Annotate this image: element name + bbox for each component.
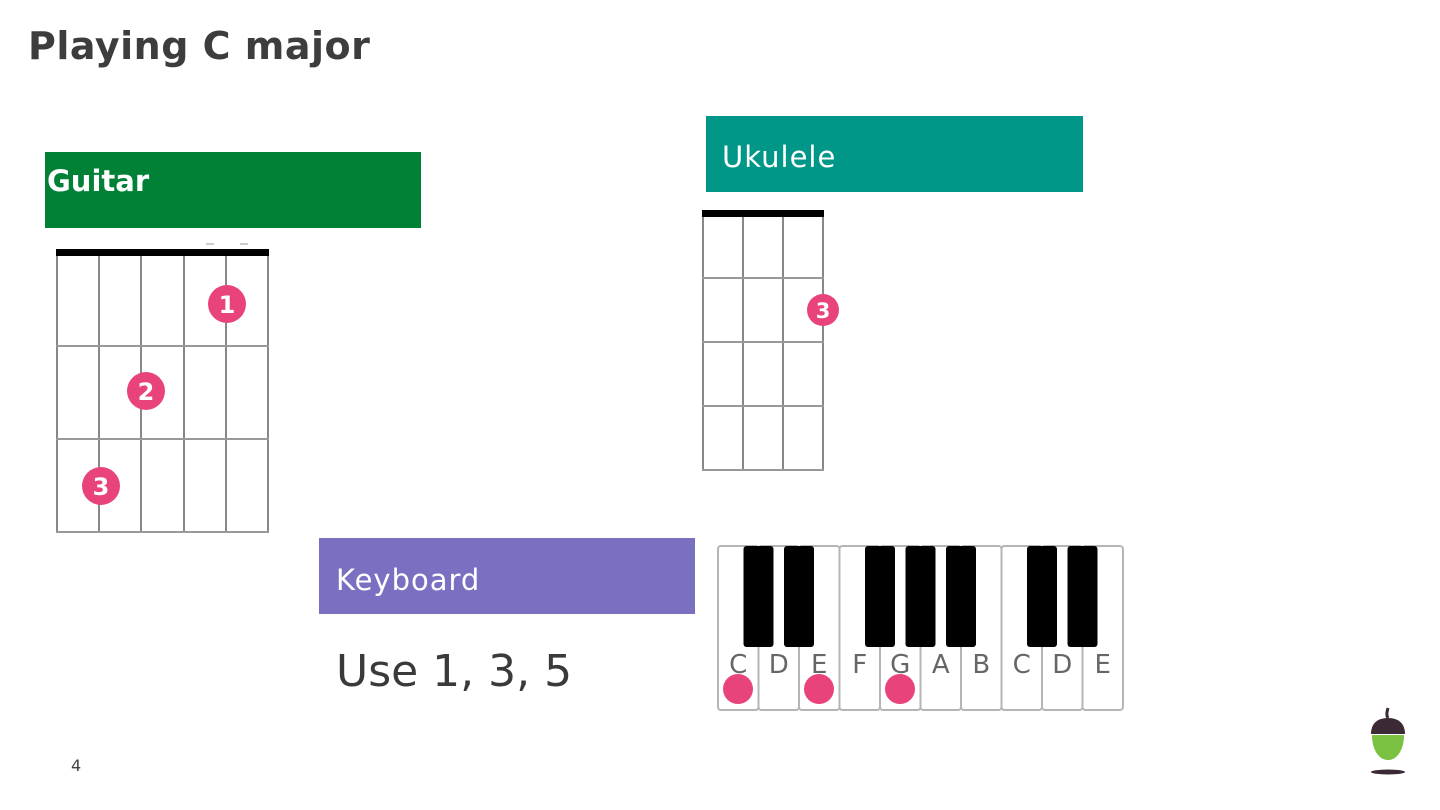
black-key-5: [1027, 546, 1057, 647]
guitar-marker-3: 3: [82, 467, 120, 505]
guitar-label-box: Guitar: [45, 152, 421, 228]
ukulele-marker-3: 3: [807, 294, 839, 326]
highlight-dot-e: [804, 674, 834, 704]
svg-text:1: 1: [219, 291, 236, 319]
key-letter-3: F: [852, 650, 867, 680]
svg-text:2: 2: [138, 378, 155, 406]
black-key-3: [905, 546, 936, 647]
key-letter-9: E: [1095, 650, 1111, 680]
ukulele-chord-diagram: 3: [702, 210, 839, 471]
black-key-1: [784, 546, 814, 647]
highlight-dot-c: [723, 674, 753, 704]
guitar-label: Guitar: [47, 164, 150, 198]
black-key-2: [865, 546, 895, 647]
key-letter-5: A: [932, 650, 950, 680]
ukulele-label-box: Ukulele: [706, 116, 1083, 192]
key-letter-2: E: [811, 650, 827, 680]
guitar-nut: [56, 249, 269, 256]
key-letter-0: C: [729, 650, 747, 680]
slide-title: Playing C major: [28, 24, 371, 68]
key-letter-6: B: [972, 650, 990, 680]
ukulele-nut: [702, 210, 824, 217]
key-letter-8: D: [1052, 650, 1072, 680]
key-letter-4: G: [890, 650, 910, 680]
svg-text:3: 3: [816, 299, 831, 323]
black-key-0: [743, 546, 774, 647]
highlight-dot-g: [885, 674, 915, 704]
black-key-6: [1067, 546, 1098, 647]
keyboard-hint: Use 1, 3, 5: [336, 646, 573, 697]
page-number: 4: [71, 756, 82, 775]
ukulele-label: Ukulele: [722, 140, 837, 174]
key-letter-1: D: [769, 650, 789, 680]
guitar-chord-diagram: 1 2 3: [56, 243, 269, 533]
black-key-4: [946, 546, 976, 647]
svg-text:3: 3: [93, 473, 110, 501]
key-letter-7: C: [1013, 650, 1031, 680]
keyboard-label: Keyboard: [336, 563, 481, 597]
keyboard-label-box: Keyboard: [319, 538, 695, 614]
acorn-logo-icon: [1371, 707, 1405, 775]
guitar-marker-2: 2: [127, 372, 165, 410]
guitar-marker-1: 1: [208, 285, 246, 323]
